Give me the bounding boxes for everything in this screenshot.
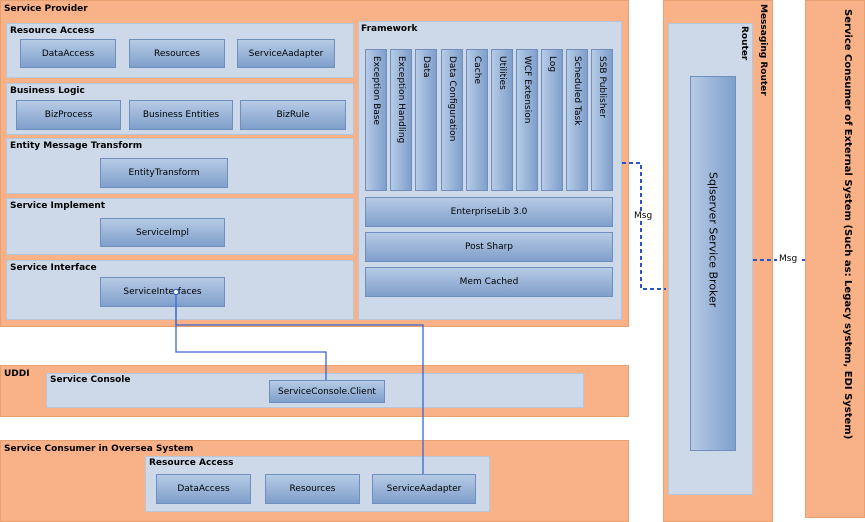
data-access-component[interactable]: DataAccess: [20, 39, 116, 68]
uddi-title: UDDI: [4, 369, 30, 379]
external-msg-label: Msg: [777, 254, 800, 264]
service-interface-panel: Service Interface ServiceInterfaces: [6, 260, 354, 320]
service-implement-panel: Service Implement ServiceImpl: [6, 198, 354, 255]
messaging-router-title: Messaging Router: [758, 4, 768, 96]
post-sharp-component[interactable]: Post Sharp: [365, 232, 613, 262]
oversea-service-adapter-component[interactable]: ServiceAadapter: [372, 474, 476, 504]
entity-transform-component[interactable]: EntityTransform: [100, 158, 228, 188]
service-console-title: Service Console: [50, 375, 131, 385]
business-logic-panel: Business Logic BizProcess Business Entit…: [6, 83, 354, 135]
exception-handling-component[interactable]: Exception Handling: [390, 49, 412, 191]
log-label: Log: [547, 56, 557, 73]
framework-panel: Framework Exception Base Exception Handl…: [358, 21, 622, 320]
cache-component[interactable]: Cache: [466, 49, 488, 191]
service-console-panel: Service Console ServiceConsole.Client: [46, 373, 584, 408]
service-console-client-component[interactable]: ServiceConsole.Client: [269, 380, 385, 403]
data-configuration-component[interactable]: Data Configuration: [441, 49, 463, 191]
biz-rule-component[interactable]: BizRule: [240, 100, 346, 130]
oversea-resources-component[interactable]: Resources: [265, 474, 360, 504]
service-adapter-component[interactable]: ServiceAadapter: [237, 39, 335, 68]
oversea-resource-access-title: Resource Access: [149, 458, 234, 468]
data-configuration-label: Data Configuration: [447, 56, 457, 142]
framework-title: Framework: [361, 24, 418, 34]
service-interfaces-component[interactable]: ServiceInterfaces: [100, 277, 225, 307]
business-entities-component[interactable]: Business Entities: [129, 100, 233, 130]
biz-process-component[interactable]: BizProcess: [16, 100, 121, 130]
service-provider-title: Service Provider: [4, 4, 88, 14]
log-component[interactable]: Log: [541, 49, 563, 191]
resource-access-panel: Resource Access DataAccess Resources Ser…: [6, 23, 354, 78]
mem-cached-component[interactable]: Mem Cached: [365, 267, 613, 297]
oversea-data-access-component[interactable]: DataAccess: [156, 474, 251, 504]
external-consumer-title: Service Consumer of External System (Suc…: [842, 9, 853, 440]
ssb-publisher-component[interactable]: SSB Publisher: [591, 49, 613, 191]
entity-transform-title: Entity Message Transform: [10, 141, 143, 151]
service-interface-title: Service Interface: [10, 263, 97, 273]
router-title: Router: [739, 26, 749, 61]
enterprise-lib-component[interactable]: EnterpriseLib 3.0: [365, 197, 613, 227]
exception-base-component[interactable]: Exception Base: [365, 49, 387, 191]
sql-service-broker-component[interactable]: Sqlserver Service Broker: [690, 76, 736, 451]
ssb-publisher-label: SSB Publisher: [597, 56, 607, 118]
oversea-consumer-title: Service Consumer in Oversea System: [4, 444, 194, 454]
wcf-extension-label: WCF Extension: [522, 56, 532, 124]
resource-access-title: Resource Access: [10, 26, 95, 36]
scheduled-task-label: Scheduled Task: [572, 56, 582, 126]
entity-transform-panel: Entity Message Transform EntityTransform: [6, 138, 354, 194]
business-logic-title: Business Logic: [10, 86, 85, 96]
oversea-resource-access-panel: Resource Access DataAccess Resources Ser…: [145, 456, 490, 512]
wcf-extension-component[interactable]: WCF Extension: [516, 49, 538, 191]
exception-handling-label: Exception Handling: [396, 56, 406, 144]
sql-service-broker-label: Sqlserver Service Broker: [706, 172, 720, 308]
cache-label: Cache: [472, 56, 482, 84]
utilities-label: Utilities: [497, 56, 507, 90]
framework-msg-label: Msg: [632, 211, 655, 221]
resources-component[interactable]: Resources: [129, 39, 225, 68]
utilities-component[interactable]: Utilities: [491, 49, 513, 191]
exception-base-label: Exception Base: [371, 56, 381, 126]
data-component[interactable]: Data: [415, 49, 437, 191]
data-label: Data: [421, 56, 431, 78]
service-implement-title: Service Implement: [10, 201, 106, 211]
external-consumer-container: Service Consumer of External System (Suc…: [805, 0, 865, 518]
scheduled-task-component[interactable]: Scheduled Task: [566, 49, 588, 191]
service-impl-component[interactable]: ServiceImpl: [100, 218, 225, 247]
